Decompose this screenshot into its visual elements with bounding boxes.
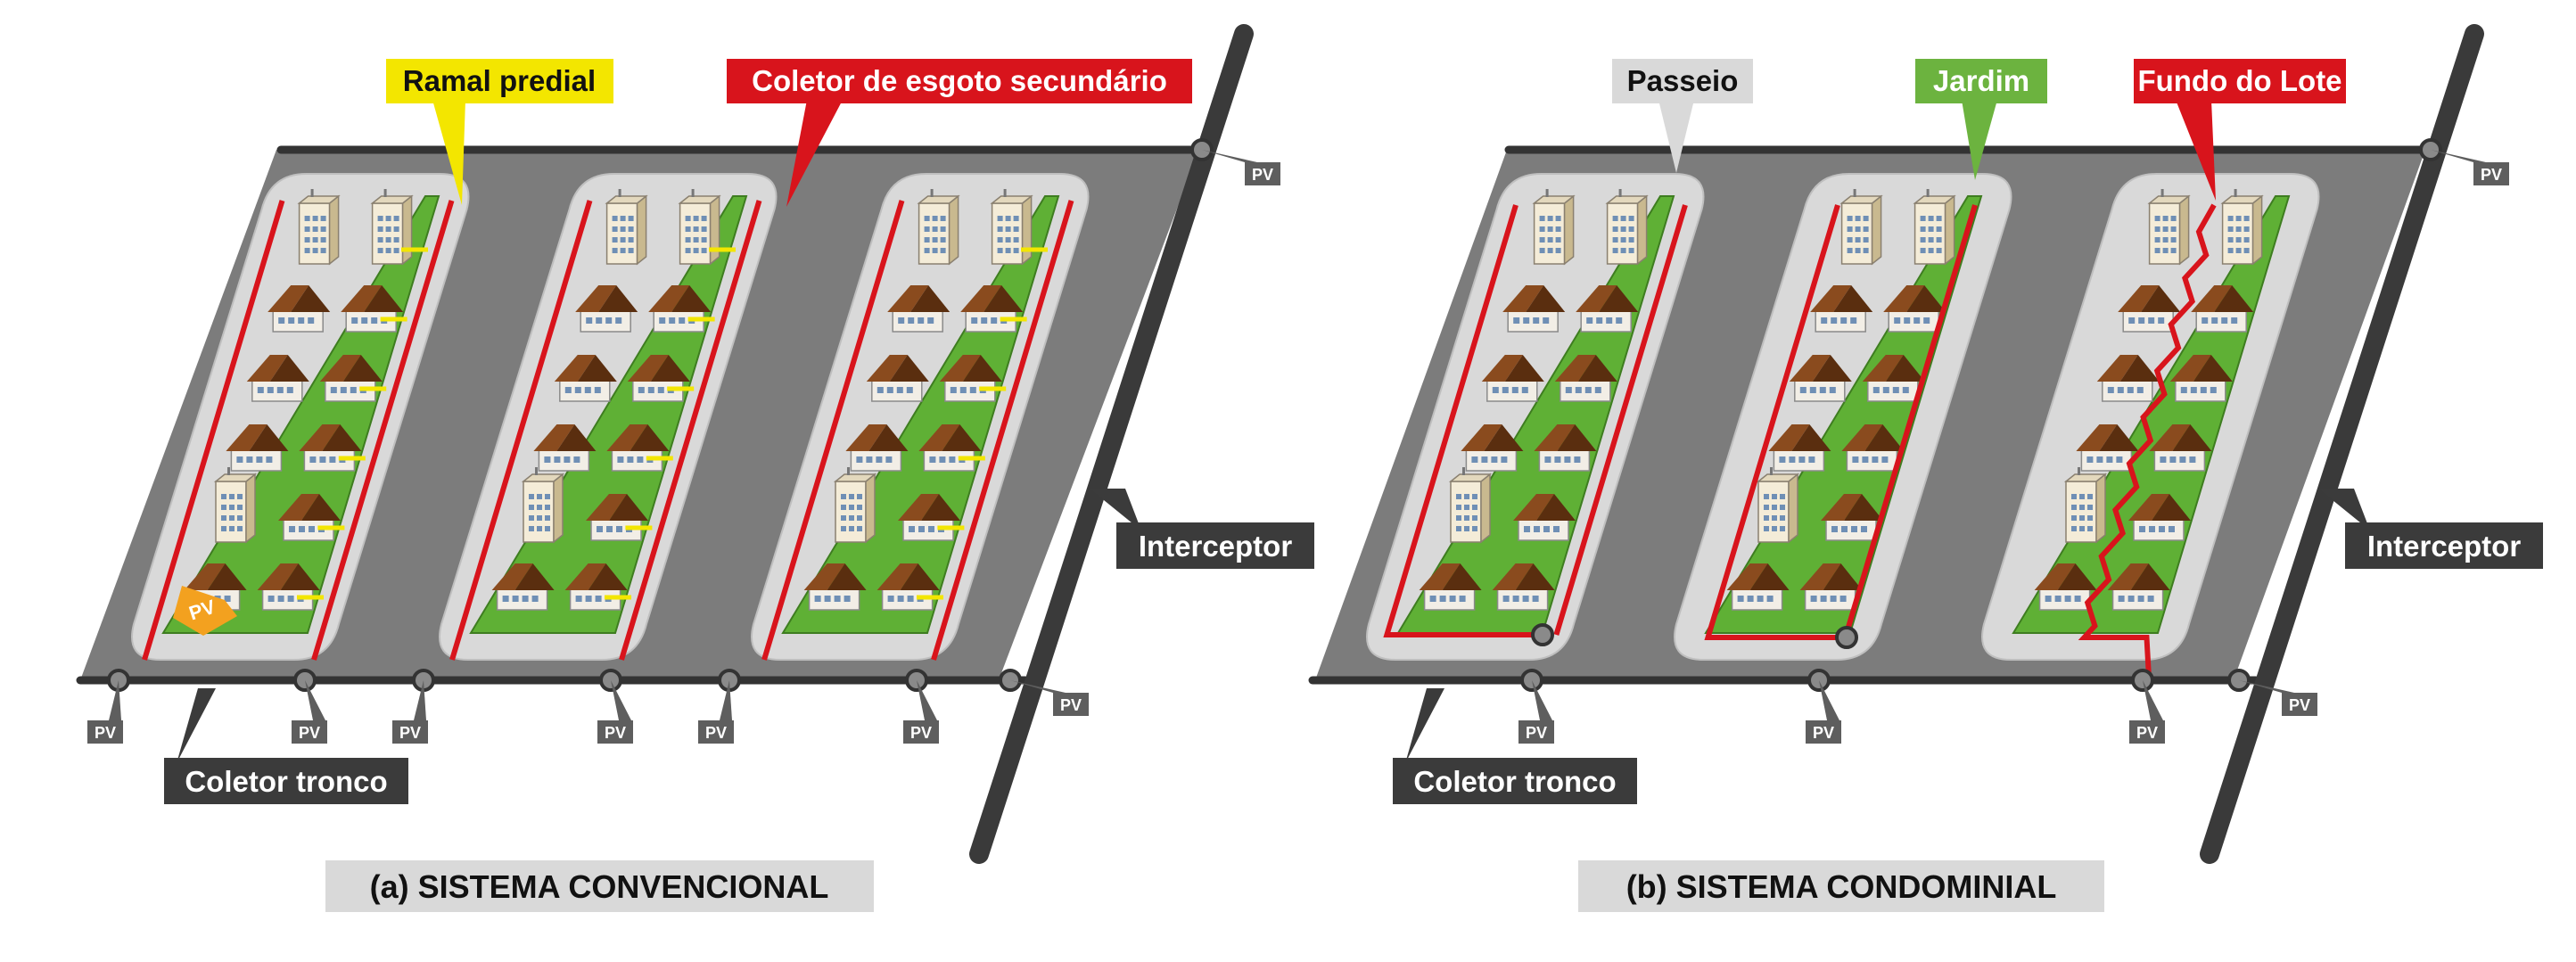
inspection-box [1533, 625, 1552, 645]
passeio-label: Passeio [1627, 64, 1739, 97]
diagram-a: PV PV PV PV PV PV PV PV Ramal predial Coletor d… [80, 34, 1314, 912]
apartment-building-icon [1842, 189, 1881, 264]
coletor-tronco-tag-a: Coletor tronco [164, 688, 408, 804]
interceptor-label-b: Interceptor [2367, 530, 2522, 563]
apartment-building-icon [2066, 467, 2105, 542]
ramal-predial-label: Ramal predial [403, 64, 596, 97]
apartment-building-icon [680, 189, 720, 264]
caption-a: (a) SISTEMA CONVENCIONAL [325, 860, 874, 912]
coletor-tronco-label-b: Coletor tronco [1413, 765, 1616, 798]
inspection-box [1837, 628, 1856, 647]
apartment-building-icon [2150, 189, 2189, 264]
apartment-building-icon [216, 467, 255, 542]
jardim-label: Jardim [1933, 64, 2029, 97]
fundo-do-lote-label: Fundo do Lote [2137, 64, 2341, 97]
pv-tag-label: PV [1252, 166, 1273, 184]
apartment-building-icon [523, 467, 563, 542]
pv-tag-label: PV [95, 724, 116, 742]
apartment-building-icon [2223, 189, 2262, 264]
apartment-building-icon [607, 189, 646, 264]
pv-tag-label: PV [299, 724, 320, 742]
diagram-b: PVPVPVPVPV Passeio Jardim Fundo do Lote … [1313, 34, 2543, 912]
pv-tag-label: PV [399, 724, 421, 742]
caption-a-text: (a) SISTEMA CONVENCIONAL [370, 868, 829, 905]
apartment-building-icon [300, 189, 339, 264]
apartment-building-icon [1451, 467, 1490, 542]
pv-tag-label: PV [605, 724, 626, 742]
pv-tag-label: PV [705, 724, 727, 742]
pv-tag-label: PV [1813, 724, 1834, 742]
pv-tag-label: PV [2136, 724, 2158, 742]
apartment-building-icon [1535, 189, 1574, 264]
apartment-building-icon [1608, 189, 1647, 264]
caption-b-text: (b) SISTEMA CONDOMINIAL [1626, 868, 2057, 905]
apartment-building-icon [919, 189, 959, 264]
interceptor-tag-a: Interceptor [1090, 489, 1314, 569]
pv-tag-label: PV [2289, 696, 2310, 714]
caption-b: (b) SISTEMA CONDOMINIAL [1578, 860, 2104, 912]
pv-tag-label: PV [1060, 696, 1082, 714]
apartment-building-icon [1758, 467, 1798, 542]
coletor-tronco-label-a: Coletor tronco [185, 765, 387, 798]
pv-tag-label: PV [2481, 166, 2502, 184]
apartment-building-icon [992, 189, 1032, 264]
apartment-building-icon [835, 467, 875, 542]
apartment-building-icon [1915, 189, 1955, 264]
interceptor-tag-b: Interceptor [2318, 489, 2543, 569]
apartment-building-icon [373, 189, 412, 264]
pv-tag-label: PV [1526, 724, 1547, 742]
coletor-secundario-label: Coletor de esgoto secundário [752, 64, 1167, 97]
pv-tag-label: PV [910, 724, 932, 742]
interceptor-label-a: Interceptor [1139, 530, 1293, 563]
coletor-tronco-tag-b: Coletor tronco [1393, 688, 1637, 804]
